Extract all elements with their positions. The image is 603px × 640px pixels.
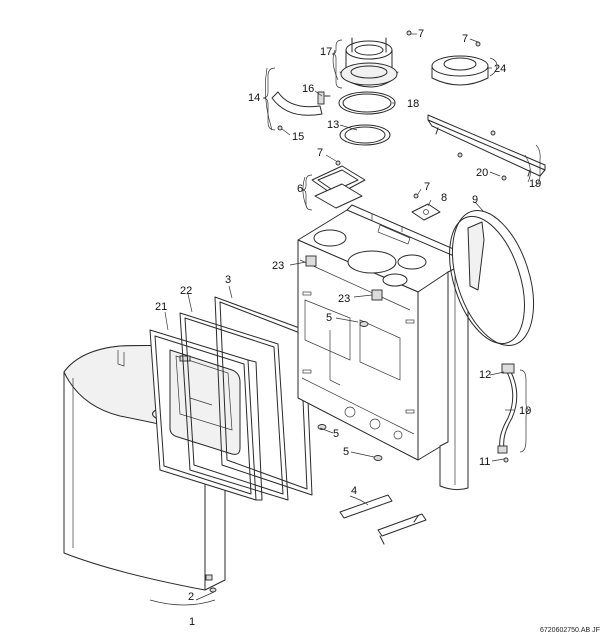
callout-19: 19 xyxy=(529,178,541,190)
callout-7b: 7 xyxy=(462,33,468,45)
mounting-rail-part-19 xyxy=(427,114,546,177)
hose-part-10 xyxy=(497,363,518,454)
callout-22: 22 xyxy=(180,285,192,297)
callout-14: 14 xyxy=(248,92,260,104)
callout-8: 8 xyxy=(441,192,447,204)
callout-15: 15 xyxy=(292,131,304,143)
plate-part-6 xyxy=(311,165,366,209)
callout-11: 11 xyxy=(479,456,490,468)
callout-21: 21 xyxy=(155,301,167,313)
callout-6: 6 xyxy=(297,183,303,195)
callout-1: 1 xyxy=(189,616,195,628)
callout-23b: 23 xyxy=(338,293,350,305)
flue-collar-part-24 xyxy=(431,55,489,86)
callout-24: 24 xyxy=(494,63,506,75)
ring-gasket-part-13 xyxy=(339,124,391,146)
callout-7c: 7 xyxy=(317,147,323,159)
callout-3: 3 xyxy=(225,274,231,286)
front-panel-part-21 xyxy=(149,329,263,501)
callout-5c: 5 xyxy=(343,446,349,458)
drawing-code: 6720602750.AB JF xyxy=(540,627,600,634)
callout-9: 9 xyxy=(472,194,478,206)
callout-2: 2 xyxy=(188,591,194,603)
bracket-part-8 xyxy=(411,203,441,221)
callout-5a: 5 xyxy=(326,312,332,324)
gasket-frame-part-22 xyxy=(179,312,289,501)
expansion-vessel-part-9 xyxy=(449,210,534,346)
callout-10: 10 xyxy=(519,405,531,417)
callout-labels: 1 2 3 4 5 5 5 6 7 7 7 7 8 9 10 11 12 13 … xyxy=(155,28,600,634)
callout-20: 20 xyxy=(476,167,488,179)
flue-adaptor-part-17 xyxy=(339,37,399,88)
callout-17: 17 xyxy=(320,46,332,58)
callout-4: 4 xyxy=(351,485,357,497)
clamp-part-14 xyxy=(271,91,331,116)
ring-seal-part-18 xyxy=(338,91,396,115)
hinge-part-4 xyxy=(339,494,427,545)
callout-13: 13 xyxy=(327,119,339,131)
main-housing xyxy=(297,204,473,491)
callout-12: 12 xyxy=(479,369,491,381)
grouping-braces xyxy=(262,39,541,453)
callout-5b: 5 xyxy=(333,428,339,440)
callout-7d: 7 xyxy=(424,181,430,193)
screws-and-fixings xyxy=(209,30,509,593)
seal-frame-part-3 xyxy=(214,296,313,496)
callout-16: 16 xyxy=(302,83,314,95)
callout-23a: 23 xyxy=(272,260,284,272)
callout-18: 18 xyxy=(407,98,419,110)
callout-7a: 7 xyxy=(418,28,424,40)
